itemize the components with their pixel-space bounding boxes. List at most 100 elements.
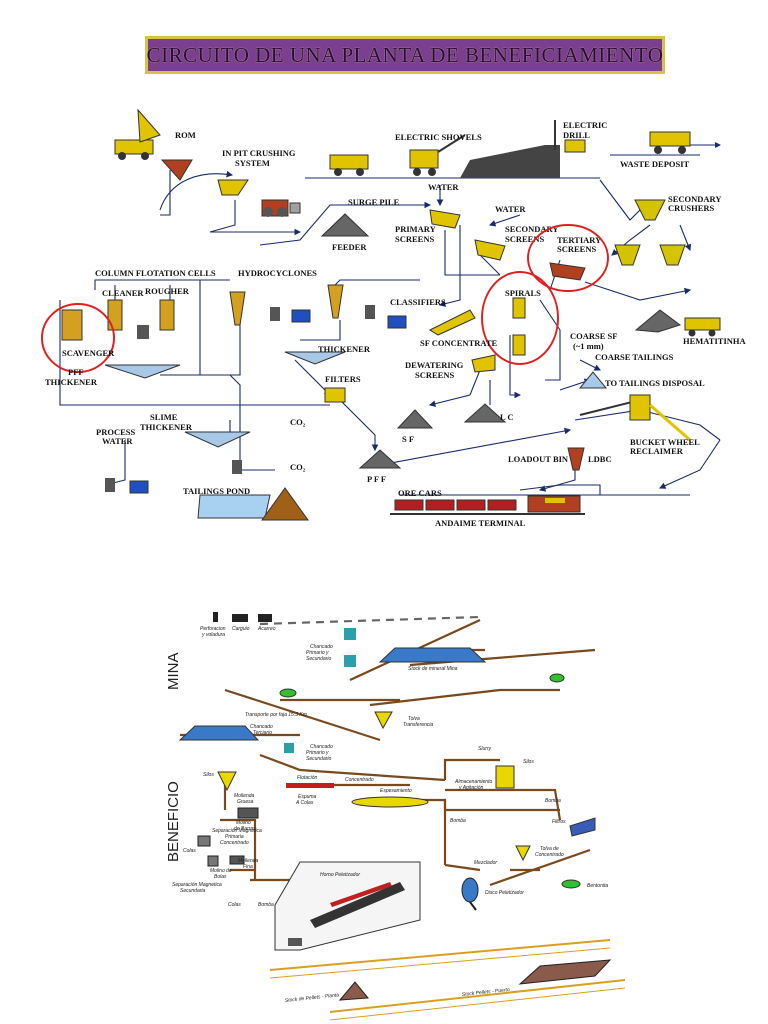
waste-truck-icon [649, 131, 721, 154]
label-molino-barras-2: de Barras [234, 826, 256, 832]
highlight-circle-spirals [481, 271, 559, 365]
label-lc: L C [500, 412, 513, 422]
label-chancado-ps2-3: Secundario [306, 756, 332, 762]
primary-crusher-mina-icon [344, 628, 356, 667]
label-sep-primaria-2: Primaria [225, 834, 244, 840]
label-perforacion-1: Perforacion [200, 626, 226, 632]
label-in-pit-crushing: IN PIT CRUSHING [222, 148, 296, 158]
label-chancado-ps2-2: Primario y [306, 750, 329, 756]
label-almacen-1: Almacenamiento [454, 779, 492, 785]
label-sf: S F [402, 434, 414, 444]
label-silos-2: Silos [523, 759, 534, 765]
label-bomba-1: Bomba [545, 798, 561, 804]
label-tolva-conc-2: Concentrado [535, 852, 564, 858]
label-chancado-ps-3: Secundario [306, 656, 332, 662]
label-classifiers: CLASSIFIERS [390, 297, 446, 307]
label-espuma-2: A Colas [295, 800, 314, 806]
label-electric-shovels: ELECTRIC SHOVELS [395, 132, 482, 142]
label-pff-thickener-1: PFF [68, 367, 84, 377]
label-ore-cars: ORE CARS [398, 488, 442, 498]
label-chancado-t-2: Terciario [253, 730, 272, 736]
label-colas-2: Colas [228, 902, 241, 908]
secondary-crushers-icon [614, 199, 686, 266]
label-bucket-1: BUCKET WHEEL [630, 437, 700, 447]
highlight-circle-scavenger [41, 303, 115, 373]
surge-pile-icon [320, 213, 370, 237]
label-hematitinha: HEMATITINHA [683, 336, 747, 346]
label-tolva-trans-1: Tolva [408, 716, 420, 722]
label-stock-mina: Stock de mineral Mina [408, 666, 458, 672]
label-concentrado: Concentrado [345, 777, 374, 783]
label-molienda-fina-1: Molienda [238, 858, 259, 864]
label-chancado-ps-2: Primario y [306, 650, 329, 656]
label-secondary-crushers-1: SECONDARY [668, 194, 722, 204]
label-horno: Horno Peletizador [320, 872, 360, 878]
label-tailings-pond: TAILINGS POND [183, 486, 250, 496]
secondary-screens-icon [474, 239, 506, 261]
label-electric: ELECTRIC [563, 120, 607, 130]
crusher-icon [217, 179, 301, 217]
label-mezclador: Mezclador [474, 860, 497, 866]
label-chancado-ps2-1: Chancado [310, 744, 333, 750]
label-espuma-1: Espuma [298, 794, 317, 800]
tailings-disposal-icon [578, 371, 608, 389]
label-tertiary-screens-1: TERTIARY [557, 235, 601, 245]
rom-hopper-icon [160, 159, 193, 181]
label-water-1: WATER [428, 182, 459, 192]
flotation-cell-icon [286, 783, 334, 788]
sf-pile-icon [396, 409, 434, 429]
label-co2-a: CO₂ [290, 417, 306, 427]
label-disco: Disco Peletizador [485, 890, 524, 896]
electric-shovel-icon [409, 134, 466, 176]
label-waste-deposit: WASTE DEPOSIT [620, 159, 690, 169]
iron-ore-plant-flowsheet: ROM IN PIT CRUSHING SYSTEM ELECTRIC SHOV… [41, 108, 747, 528]
label-dewatering-1: DEWATERING [405, 360, 464, 370]
label-sep-secundaria-1: Separación Magnetica [172, 882, 222, 888]
label-almacen-2: y Agitación [458, 785, 483, 791]
label-chancado-ps-1: Chancado [310, 644, 333, 650]
label-secondary-screens-1: SECONDARY [505, 224, 559, 234]
tertiary-screens-icon [549, 262, 586, 281]
label-transporte: Transporte por faja 15.3 Km [245, 712, 307, 718]
label-rom: ROM [175, 130, 196, 140]
bucket-wheel-reclaimer-icon [579, 394, 691, 442]
ore-train-icon [390, 495, 585, 515]
label-filtros: Filtros [552, 819, 566, 825]
label-sep-secundaria-2: Secundaria [180, 888, 206, 894]
label-primary-screens-2: SCREENS [395, 234, 434, 244]
section-beneficio: BENEFICIO [165, 781, 182, 862]
label-molienda-gruesa-1: Molienda [234, 793, 255, 799]
label-molino-bolas-1: Molino de [210, 868, 232, 874]
label-slurry: Slurry [478, 746, 492, 752]
label-perforacion-2: y voladura [201, 632, 225, 638]
title-banner: CIRCUITO DE UNA PLANTA DE BENEFICIAMIENT… [145, 36, 665, 74]
label-chancado-t-1: Chancado [250, 724, 273, 730]
haul-truck-icon [329, 154, 369, 176]
label-bomba-3: Bomba [258, 902, 274, 908]
label-process-2: WATER [102, 436, 133, 446]
label-thickener: THICKENER [318, 344, 371, 354]
label-sep-primaria-1: Separación Magnetica [212, 828, 262, 834]
label-hydrocyclones: HYDROCYCLONES [238, 268, 317, 278]
thickener-beneficio-icon [351, 796, 429, 808]
slime-thickener-icon [184, 431, 251, 448]
label-cleaner: CLEANER [102, 288, 144, 298]
tailings-pond-icon [197, 487, 309, 521]
label-loadout: LOADOUT BIN [508, 454, 569, 464]
label-molienda-gruesa-2: Gruesa [237, 799, 254, 805]
flotation-cells-icon [61, 299, 175, 341]
label-drill: DRILL [563, 130, 590, 140]
bottom-diagram-panel [150, 600, 620, 1024]
dewatering-screens-icon [471, 354, 496, 373]
concentrate-hopper-icon [515, 845, 531, 862]
tertiary-pile-icon [178, 725, 260, 741]
label-stock-pellets-1: Stock de Pellets - Planta [285, 992, 340, 1004]
label-to-tailings: TO TAILINGS DISPOSAL [605, 378, 705, 388]
bench-icon [460, 145, 560, 178]
label-feeder: FEEDER [332, 242, 367, 252]
bentonite-hopper-icon [561, 879, 581, 889]
hematitinha-truck-icon [684, 317, 721, 337]
label-molienda-fina-2: Fina [243, 864, 253, 870]
filters-icon [324, 387, 346, 403]
label-andaime: ANDAIME TERMINAL [435, 518, 526, 528]
